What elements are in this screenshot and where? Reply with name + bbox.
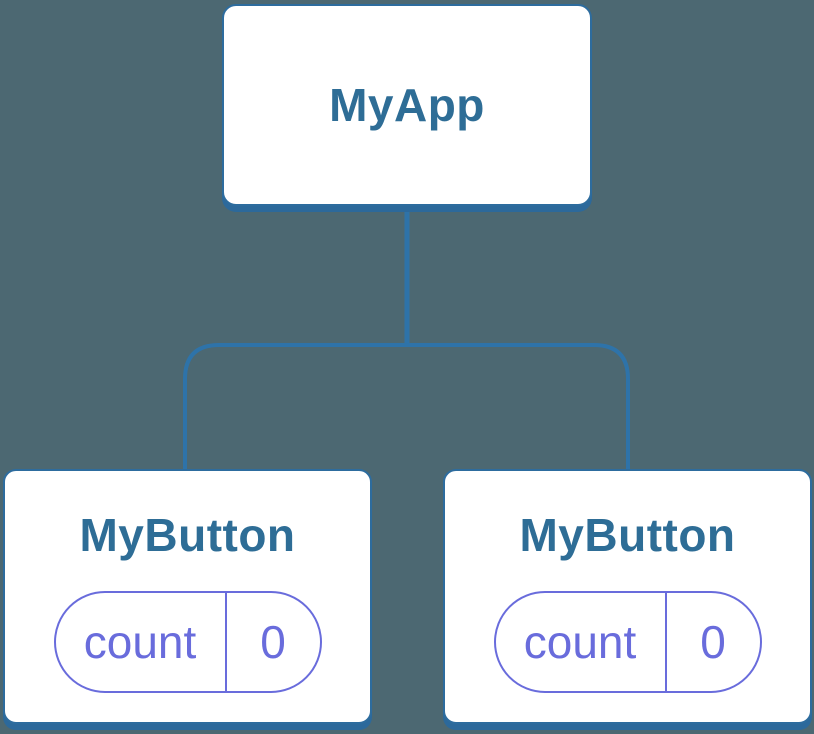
state-value: 0 xyxy=(260,616,286,668)
node-title: MyApp xyxy=(329,79,485,131)
state-label: count xyxy=(56,593,227,691)
node-mybutton-left: MyButton count 0 xyxy=(3,469,372,724)
node-myapp: MyApp xyxy=(222,4,592,206)
state-pill: count 0 xyxy=(53,591,322,693)
connector-bracket-line xyxy=(183,343,630,473)
state-pill: count 0 xyxy=(493,591,762,693)
node-title: MyButton xyxy=(519,509,736,561)
node-title: MyButton xyxy=(79,509,296,561)
node-mybutton-right: MyButton count 0 xyxy=(443,469,812,724)
state-value: 0 xyxy=(700,616,726,668)
state-label: count xyxy=(496,593,667,691)
